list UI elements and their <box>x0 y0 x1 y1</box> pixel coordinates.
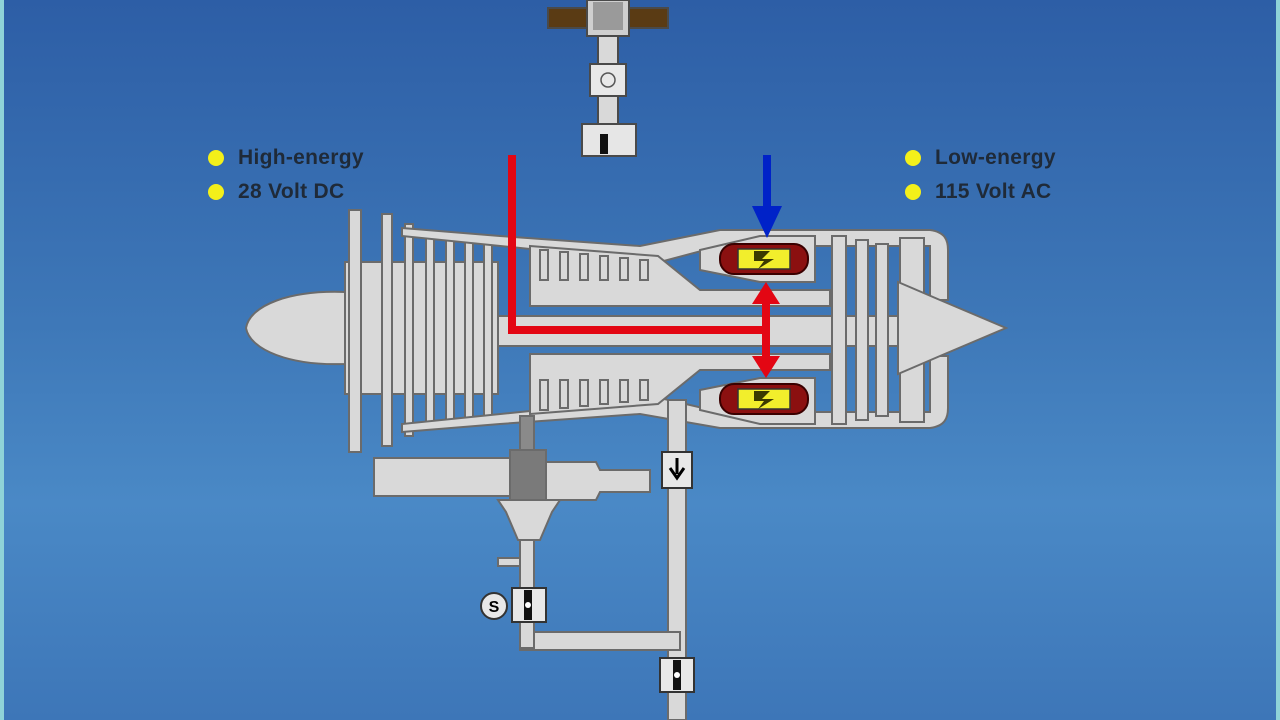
legend-high-energy: High-energy <box>208 146 364 170</box>
legend-115-volt-ac: 115 Volt AC <box>905 180 1052 204</box>
turbine-section <box>831 235 1009 425</box>
arrow-down-icon <box>752 356 780 378</box>
window-edge-right <box>1276 0 1280 720</box>
low-energy-line <box>752 155 782 238</box>
arrow-down-icon <box>752 206 782 238</box>
legend-28-volt-dc: 28 Volt DC <box>208 180 344 204</box>
arrow-up-icon <box>752 282 780 304</box>
legend-dot-icon <box>208 150 224 166</box>
igniter-bottom <box>699 377 816 425</box>
shutoff-valve: S <box>480 587 547 623</box>
bottom-valve <box>659 657 695 693</box>
legend-low-energy-label: Low-energy <box>935 146 1056 169</box>
legend-dot-icon <box>905 184 921 200</box>
engine-spinner <box>244 290 346 366</box>
legend-28-volt-dc-label: 28 Volt DC <box>238 180 345 203</box>
hp-compressor-bottom <box>529 353 831 416</box>
window-edge-left <box>0 0 4 720</box>
valve-s-label: S <box>489 599 500 616</box>
check-valve <box>661 451 693 489</box>
arrow-down-icon <box>668 458 686 481</box>
starter-assembly <box>373 415 651 591</box>
legend-low-energy: Low-energy <box>905 146 1056 170</box>
high-energy-line <box>508 155 770 360</box>
exciter-unit-top <box>547 0 669 157</box>
legend-high-energy-label: High-energy <box>238 146 364 169</box>
solenoid-icon <box>480 592 508 620</box>
legend-115-volt-ac-label: 115 Volt AC <box>935 180 1052 203</box>
hp-compressor-top <box>529 244 831 307</box>
legend-dot-icon <box>208 184 224 200</box>
legend-dot-icon <box>905 150 921 166</box>
igniter-top <box>699 235 816 283</box>
